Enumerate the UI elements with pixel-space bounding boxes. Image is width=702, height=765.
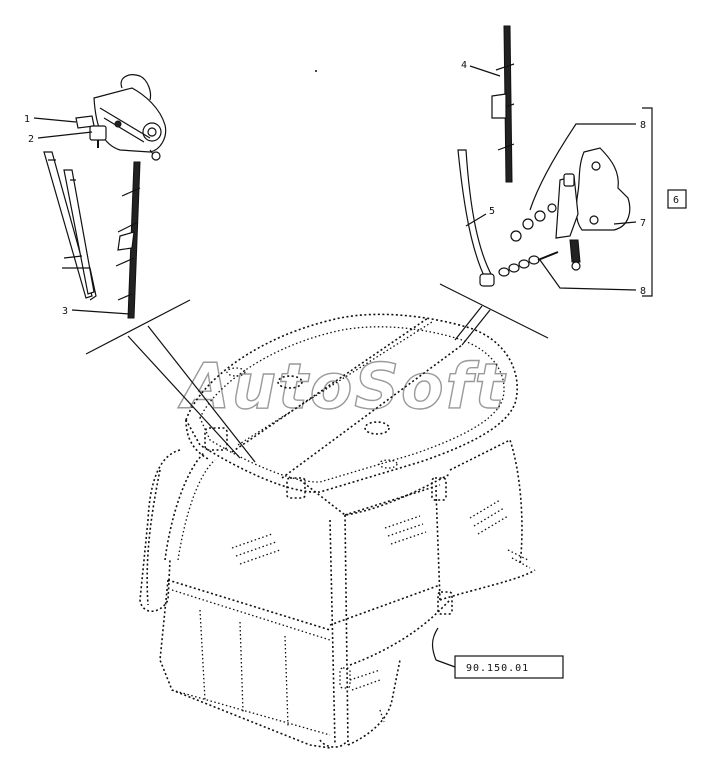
wiper-spindle-front	[89, 125, 107, 148]
group-bracket	[642, 107, 653, 297]
callout-6-box	[667, 189, 687, 209]
watermark: AutoSoft	[177, 350, 507, 423]
callout-8-top: 8	[640, 120, 646, 131]
rear-spindle-fittings	[498, 203, 559, 277]
wiper-arm-rear	[457, 149, 495, 287]
callout-4: 4	[461, 60, 467, 71]
wiper-motor-rear	[555, 147, 631, 271]
callout-3: 3	[62, 306, 68, 317]
callout-2: 2	[28, 134, 34, 145]
callout-5: 5	[489, 206, 495, 217]
callout-1: 1	[24, 114, 30, 125]
reference-box	[454, 655, 564, 679]
callout-7: 7	[640, 218, 646, 229]
wiper-motor-front	[75, 74, 167, 161]
callout-6: 6	[673, 195, 679, 206]
wiper-arm-front	[43, 151, 97, 301]
reference-label: 90.150.01	[466, 663, 529, 674]
stray-mark	[315, 70, 317, 72]
wiper-blade-rear	[491, 25, 515, 183]
tractor-cab	[139, 313, 536, 749]
callout-8-bottom: 8	[640, 286, 646, 297]
wiper-blade-front	[115, 161, 141, 319]
projection-lines	[85, 283, 549, 463]
callout-leaders	[33, 65, 637, 668]
